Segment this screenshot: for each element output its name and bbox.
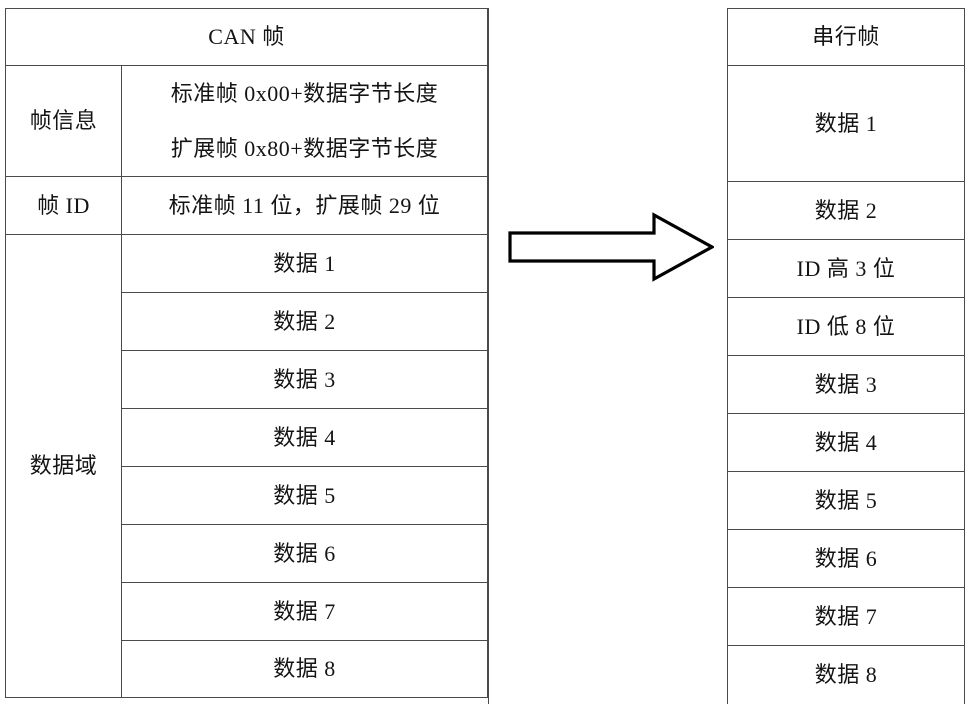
frame-info-line-extended: 扩展帧 0x80+数据字节长度 [170,135,439,161]
can-data-row-8: 数据 8 [122,641,488,698]
can-frame-header: CAN 帧 [5,8,488,66]
frame-id-value: 标准帧 11 位，扩展帧 29 位 [122,177,488,235]
serial-row-data-4: 数据 4 [727,414,965,472]
serial-row-data-7: 数据 7 [727,588,965,646]
serial-row-id-low-8-bits: ID 低 8 位 [727,298,965,356]
data-field-label: 数据域 [5,235,122,698]
serial-frame-header: 串行帧 [727,8,965,66]
can-data-row-4: 数据 4 [122,409,488,467]
serial-row-data-5: 数据 5 [727,472,965,530]
serial-row-data-8: 数据 8 [727,646,965,704]
frame-info-value: 标准帧 0x00+数据字节长度 扩展帧 0x80+数据字节长度 [122,66,488,177]
serial-row-data-6: 数据 6 [727,530,965,588]
can-data-row-5: 数据 5 [122,467,488,525]
conversion-arrow [508,212,714,282]
can-data-row-2: 数据 2 [122,293,488,351]
middle-column-left-rule [488,8,489,704]
serial-row-data-3: 数据 3 [727,356,965,414]
serial-row-data-1: 数据 1 [727,66,965,182]
right-arrow-icon [508,212,714,282]
frame-info-label: 帧信息 [5,66,122,177]
frame-id-label: 帧 ID [5,177,122,235]
can-data-row-1: 数据 1 [122,235,488,293]
serial-row-id-high-3-bits: ID 高 3 位 [727,240,965,298]
can-data-row-3: 数据 3 [122,351,488,409]
serial-row-data-2: 数据 2 [727,182,965,240]
can-data-row-6: 数据 6 [122,525,488,583]
frame-info-line-standard: 标准帧 0x00+数据字节长度 [170,80,439,106]
can-data-row-7: 数据 7 [122,583,488,641]
